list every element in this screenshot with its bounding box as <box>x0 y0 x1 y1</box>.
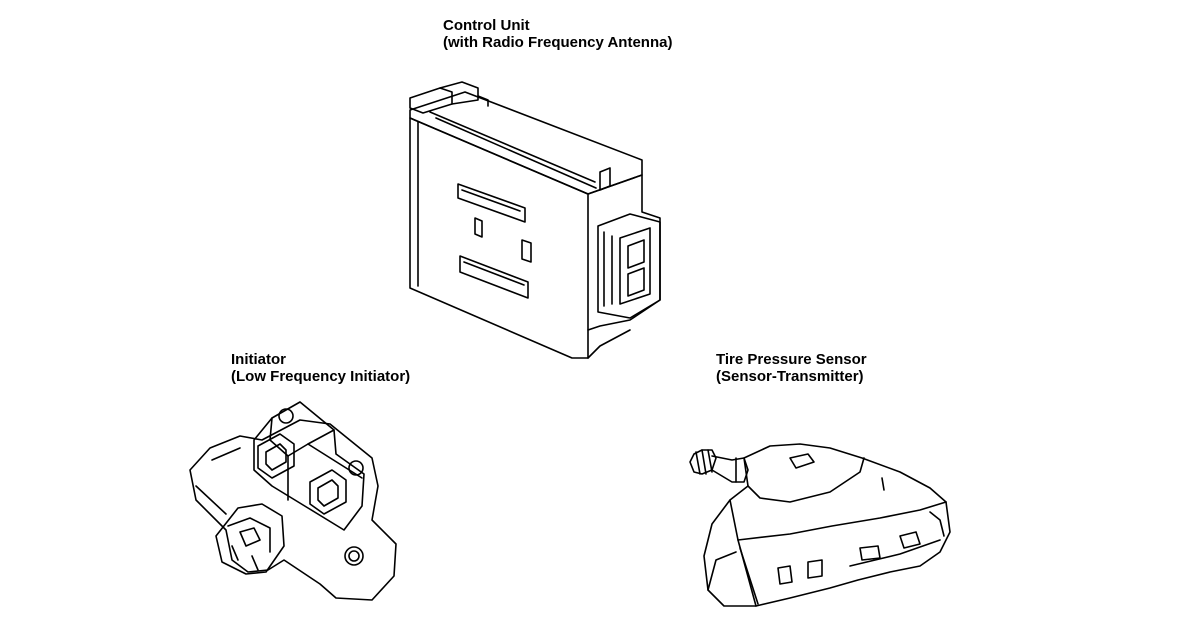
initiator-detail: (Low Frequency Initiator) <box>231 368 411 385</box>
control-unit-connector <box>598 214 660 318</box>
sensor-body <box>704 444 950 606</box>
control-unit-label: Control Unit (with Radio Frequency Anten… <box>443 17 672 51</box>
initiator-mount-hole <box>345 547 363 565</box>
control-unit-detail: (with Radio Frequency Antenna) <box>443 34 673 51</box>
sensor-detail: (Sensor-Transmitter) <box>716 368 864 385</box>
initiator-base <box>190 420 396 600</box>
initiator-name: Initiator <box>231 351 286 368</box>
initiator-connector <box>216 504 284 574</box>
sensor-name: Tire Pressure Sensor <box>716 351 867 368</box>
sensor-label: Tire Pressure Sensor (Sensor-Transmitter… <box>716 351 867 385</box>
control-unit-name: Control Unit <box>443 17 530 34</box>
initiator-label: Initiator (Low Frequency Initiator) <box>231 351 410 385</box>
control-unit-front-face <box>410 118 588 358</box>
